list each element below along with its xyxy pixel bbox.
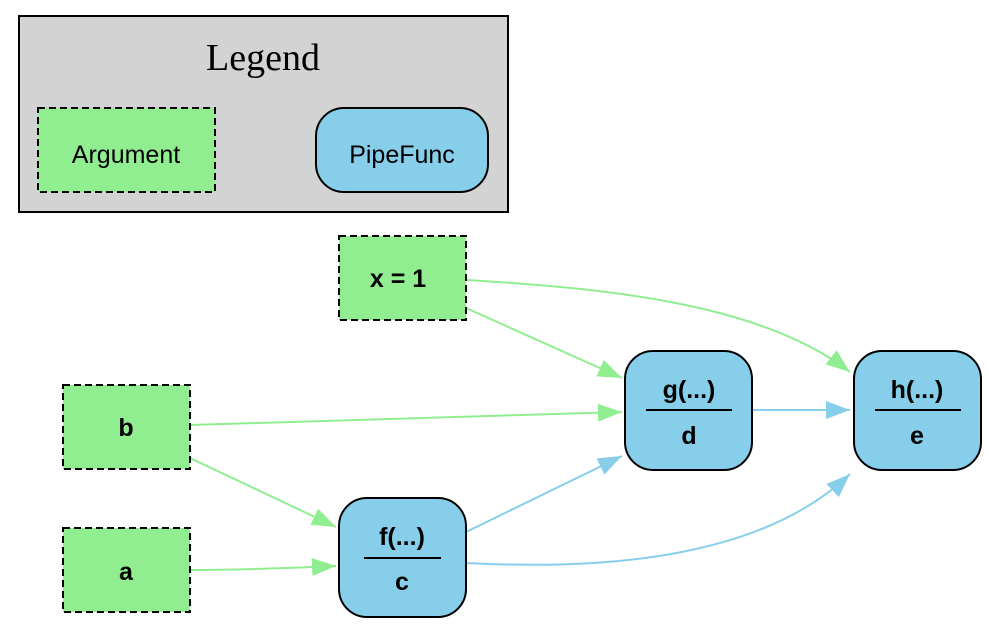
edge-b-to-f — [189, 457, 337, 528]
node-x-box[interactable] — [338, 235, 467, 321]
edge-f-to-g — [465, 455, 623, 533]
node-b-box[interactable] — [62, 384, 191, 470]
node-g[interactable]: g(...) d — [624, 350, 753, 471]
legend-pipefunc-swatch — [315, 107, 489, 193]
node-f-output: c — [395, 568, 409, 596]
edge-f-to-h — [465, 473, 851, 566]
edges — [189, 279, 851, 577]
node-x-label: x = 1 — [370, 265, 426, 293]
legend-argument-swatch — [37, 107, 216, 193]
edge-x-to-g — [465, 307, 623, 379]
legend: Legend Argument PipeFunc — [18, 15, 509, 213]
edge-a-to-f — [189, 558, 337, 577]
node-x[interactable]: x = 1 — [338, 235, 467, 321]
node-a[interactable]: a — [62, 527, 191, 613]
node-g-name: g(...) — [663, 376, 716, 404]
edge-b-to-g — [189, 403, 623, 426]
node-a-box[interactable] — [62, 527, 191, 613]
node-f-name: f(...) — [379, 523, 425, 551]
node-h-name: h(...) — [891, 376, 944, 404]
legend-title: Legend — [206, 37, 320, 79]
edge-x-to-h — [465, 279, 851, 373]
node-b-label: b — [118, 414, 133, 442]
node-h[interactable]: h(...) e — [853, 350, 982, 471]
node-a-label: a — [119, 558, 134, 586]
legend-argument-label: Argument — [72, 141, 180, 169]
legend-pipefunc-label: PipeFunc — [349, 141, 455, 169]
node-f[interactable]: f(...) c — [338, 497, 467, 618]
node-h-output: e — [910, 422, 924, 450]
node-b[interactable]: b — [62, 384, 191, 470]
node-g-output: d — [681, 422, 696, 450]
node-x-label-text: x = 1 — [370, 265, 426, 293]
